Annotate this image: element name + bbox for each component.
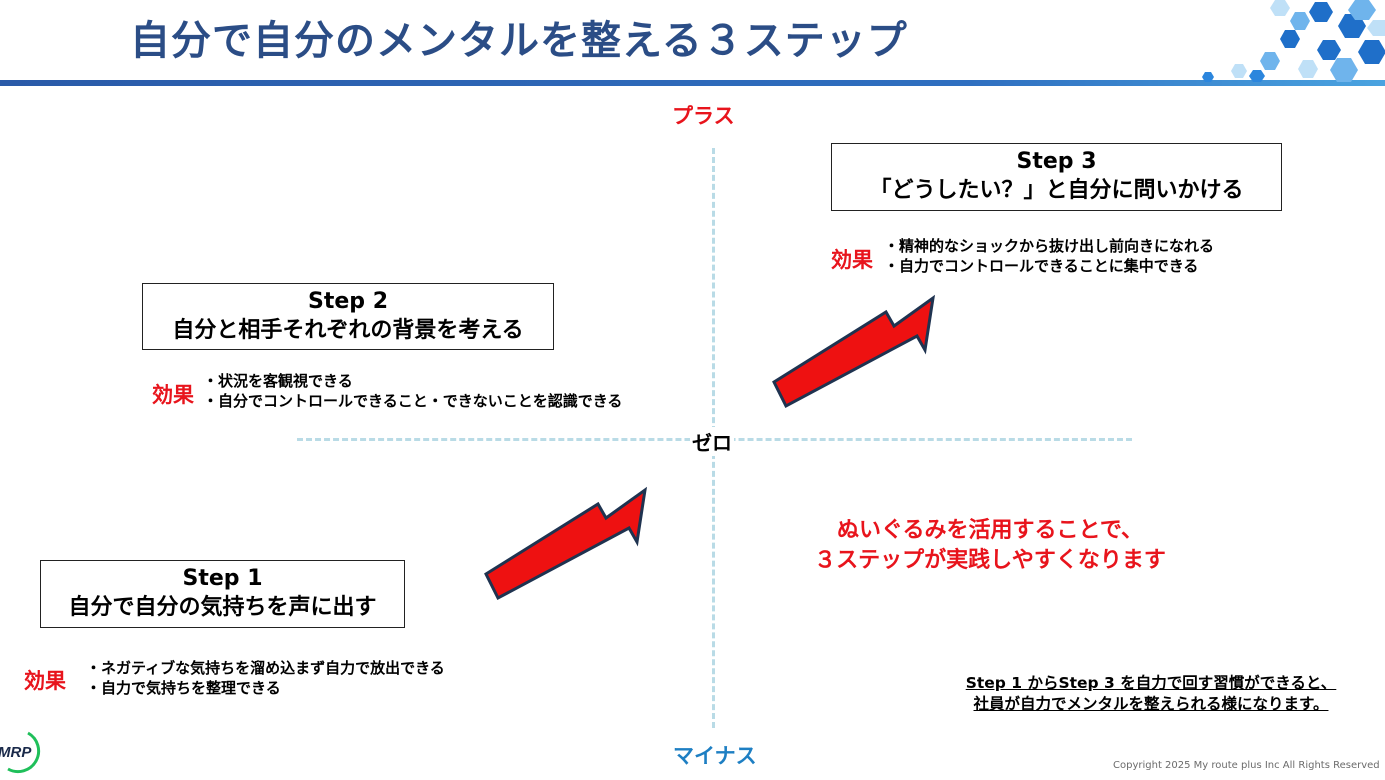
axis-label-zero: ゼロ bbox=[690, 427, 734, 456]
step2-effect-item: ・状況を客観視できる bbox=[203, 372, 353, 390]
step1-effect-item: ・ネガティブな気持ちを溜め込まず自力で放出できる bbox=[86, 659, 445, 677]
step2-effect-label: 効果 bbox=[152, 383, 194, 407]
axis-label-plus: プラス bbox=[672, 104, 735, 128]
step1-box: Step 1 自分で自分の気持ちを声に出す bbox=[40, 560, 405, 628]
summary-line: Step 1 からStep 3 を自力で回す習慣ができると、 bbox=[965, 674, 1337, 692]
step1-effects: ・ネガティブな気持ちを溜め込まず自力で放出できる ・自力で気持ちを整理できる bbox=[86, 658, 445, 698]
highlight-line: ぬいぐるみを活用することで、 bbox=[836, 518, 1144, 543]
mrp-logo: MRP bbox=[0, 731, 41, 774]
page-title: 自分で自分のメンタルを整える３ステップ bbox=[130, 18, 908, 64]
step3-effect-item: ・自力でコントロールできることに集中できる bbox=[884, 257, 1199, 275]
step2-box: Step 2 自分と相手それぞれの背景を考える bbox=[142, 283, 554, 350]
hexagon-decoration bbox=[1202, 0, 1385, 82]
step1-effect-label: 効果 bbox=[24, 669, 66, 693]
step2-effects: ・状況を客観視できる ・自分でコントロールできること・できないことを認識できる bbox=[203, 371, 622, 411]
highlight-message: ぬいぐるみを活用することで、 ３ステップが実践しやすくなります bbox=[790, 516, 1190, 576]
step3-effect-label: 効果 bbox=[831, 248, 873, 272]
arrow-step2-to-step3 bbox=[772, 294, 936, 409]
summary-line: 社員が自力でメンタルを整えられる様になります。 bbox=[973, 695, 1329, 713]
step1-heading: 自分で自分の気持ちを声に出す bbox=[68, 595, 377, 620]
step3-effects: ・精神的なショックから抜け出し前向きになれる ・自力でコントロールできることに集… bbox=[884, 236, 1214, 276]
summary-note: Step 1 からStep 3 を自力で回す習慣ができると、 社員が自力でメンタ… bbox=[945, 673, 1357, 715]
step3-effect-item: ・精神的なショックから抜け出し前向きになれる bbox=[884, 237, 1215, 255]
step1-effect-item: ・自力で気持ちを整理できる bbox=[86, 679, 281, 697]
copyright-text: Copyright 2025 My route plus Inc All Rig… bbox=[1113, 760, 1380, 771]
step3-number: Step 3 bbox=[1016, 149, 1097, 174]
step3-box: Step 3 「どうしたい？」と自分に問いかける bbox=[831, 143, 1282, 211]
svg-text:MRP: MRP bbox=[0, 744, 32, 761]
highlight-line: ３ステップが実践しやすくなります bbox=[814, 548, 1166, 573]
step2-effect-item: ・自分でコントロールできること・できないことを認識できる bbox=[203, 392, 623, 410]
step1-number: Step 1 bbox=[182, 566, 263, 591]
step2-number: Step 2 bbox=[308, 289, 388, 314]
arrow-step1-to-step2 bbox=[484, 486, 648, 601]
step3-heading: 「どうしたい？」と自分に問いかける bbox=[869, 178, 1244, 203]
step2-heading: 自分と相手それぞれの背景を考える bbox=[172, 318, 524, 343]
axis-label-minus: マイナス bbox=[673, 744, 757, 768]
title-underline-bar bbox=[0, 80, 1385, 86]
